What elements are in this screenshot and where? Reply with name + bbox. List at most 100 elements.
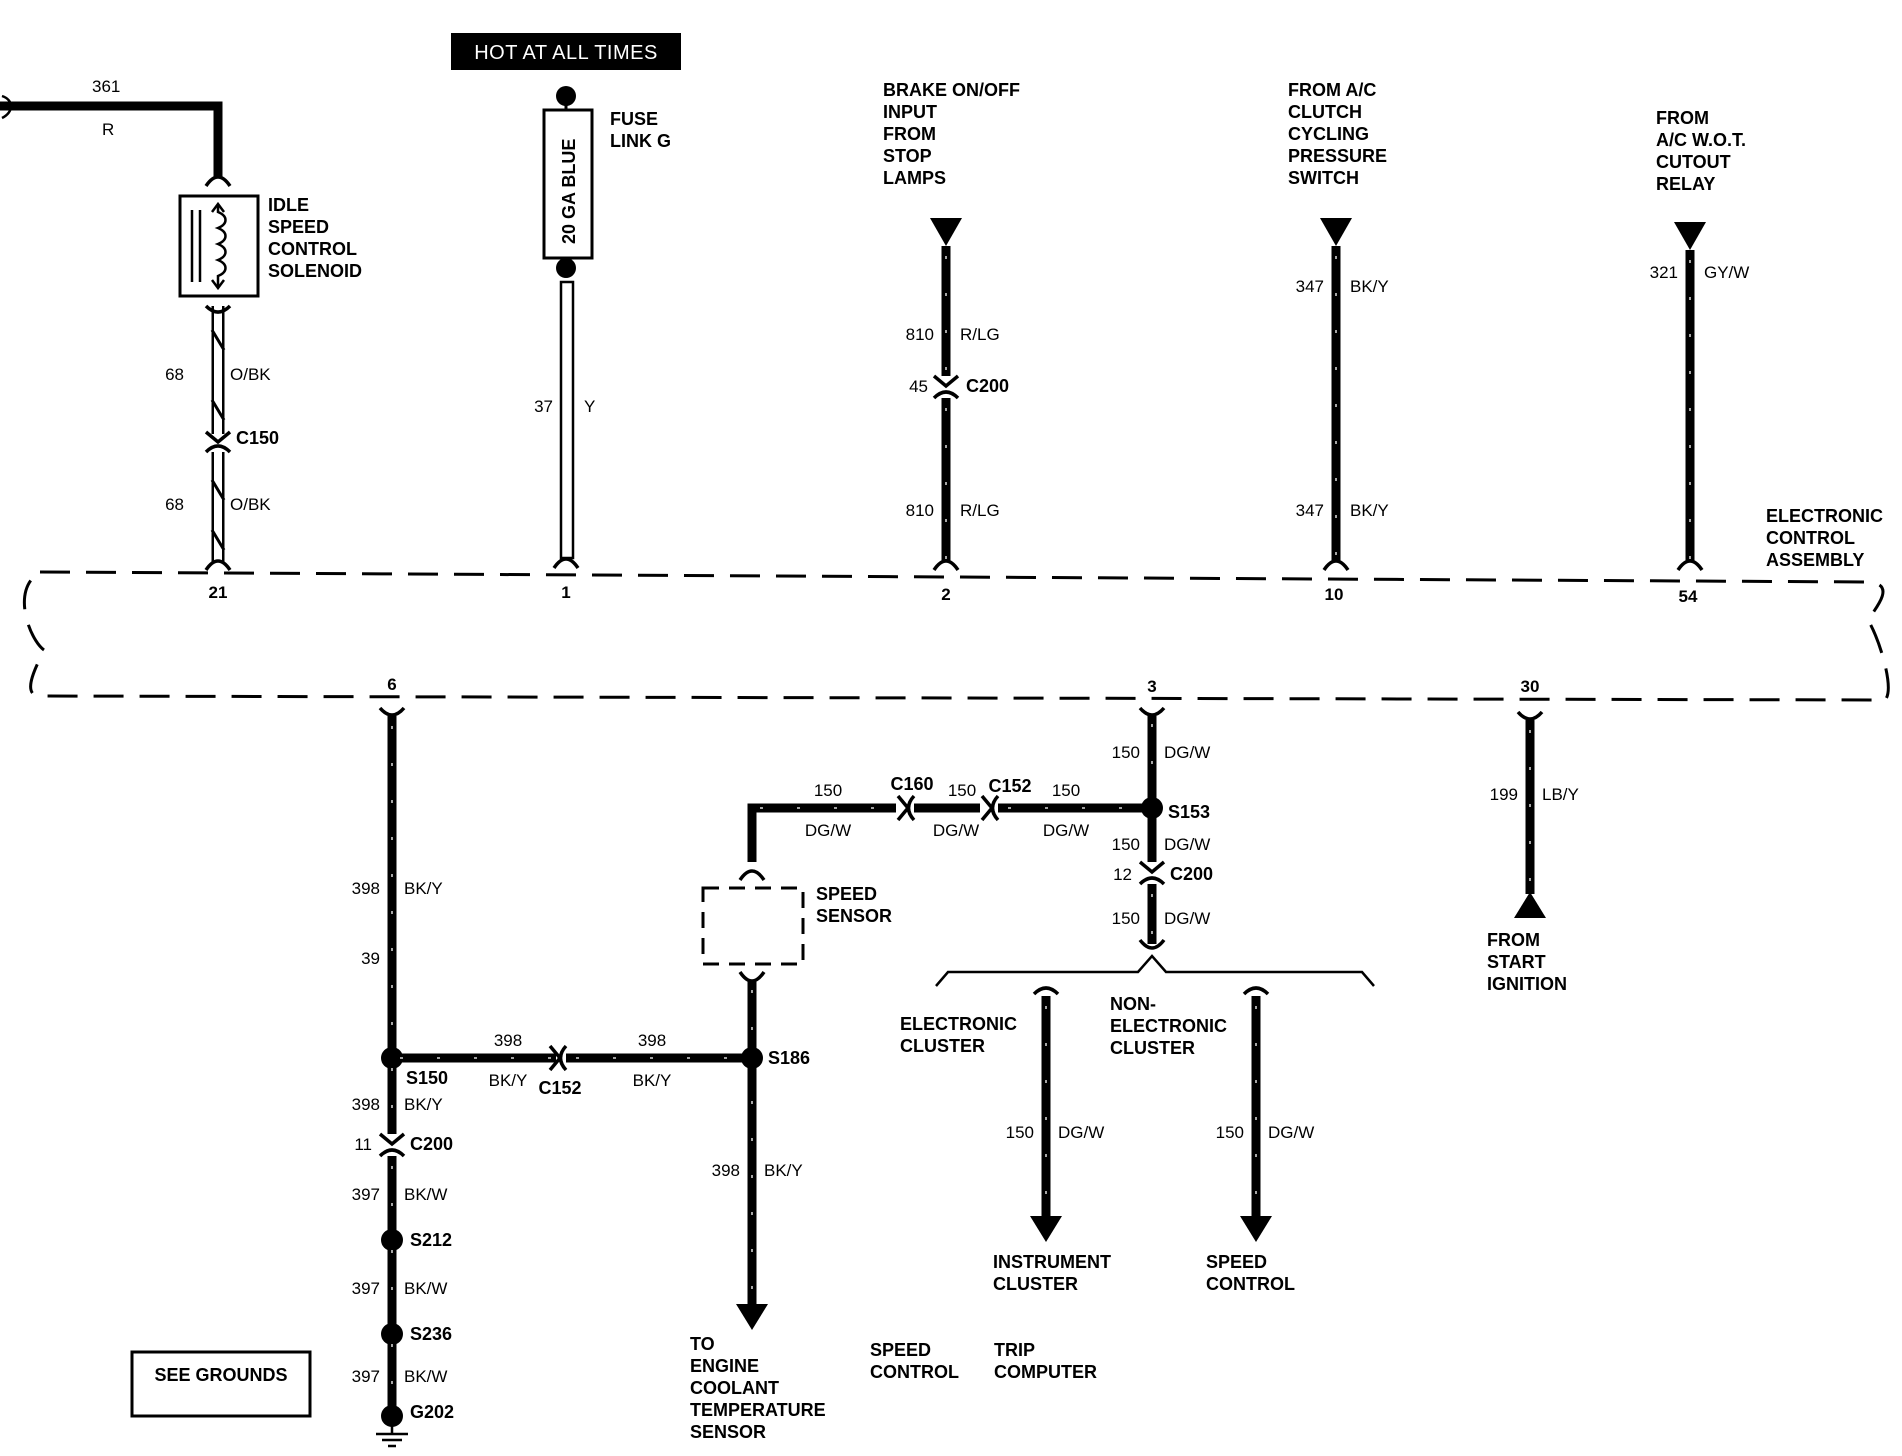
pin-2: 2 <box>941 585 950 604</box>
speed-control-arrow <box>1240 1216 1272 1242</box>
pin-6-terminal <box>378 706 406 717</box>
c200-mid-connector <box>1138 860 1166 886</box>
svg-text:DG/W: DG/W <box>1164 743 1210 762</box>
pin-1: 1 <box>561 583 570 602</box>
speed-sensor-bottom-terminal <box>738 970 766 983</box>
pin-3: 3 <box>1147 677 1156 696</box>
svg-text:BK/Y: BK/Y <box>404 1095 443 1114</box>
c152-top-label: C152 <box>988 776 1031 796</box>
see-grounds-box: SEE GROUNDS <box>130 1350 312 1418</box>
ecu-label: ELECTRONIC CONTROL ASSEMBLY <box>1766 506 1888 570</box>
svg-text:150: 150 <box>1112 743 1140 762</box>
speed-sensor-top-terminal <box>738 869 766 882</box>
svg-text:361: 361 <box>92 77 120 96</box>
svg-text:O/BK: O/BK <box>230 495 271 514</box>
svg-text:810: 810 <box>906 325 934 344</box>
svg-text:398: 398 <box>352 1095 380 1114</box>
svg-text:R: R <box>102 120 114 139</box>
svg-text:68: 68 <box>165 365 184 384</box>
fuse-bottom-node <box>556 258 576 278</box>
wire-150-sensor-to-c160: 150 DG/W <box>747 781 896 862</box>
s153-label: S153 <box>1168 802 1210 822</box>
g202-label: G202 <box>410 1402 454 1422</box>
electronic-control-assembly-outline <box>22 570 1890 702</box>
svg-text:398: 398 <box>494 1031 522 1050</box>
pin-1-terminal <box>552 557 580 570</box>
svg-text:DG/W: DG/W <box>1043 821 1089 840</box>
fuse-label: FUSE LINK G <box>610 109 671 151</box>
wire-810-upper: 810 R/LG <box>906 246 1000 376</box>
svg-text:BK/Y: BK/Y <box>764 1161 803 1180</box>
svg-text:150: 150 <box>1112 835 1140 854</box>
wire-68-lower: 68 O/BK <box>165 452 271 562</box>
instrument-cluster-terminal <box>1032 986 1060 996</box>
instrument-cluster-arrow <box>1030 1216 1062 1242</box>
bracket-top-terminal <box>1138 938 1166 950</box>
wire-150-to-instrument-cluster: 150 DG/W <box>1006 996 1104 1218</box>
svg-text:BK/Y: BK/Y <box>633 1071 672 1090</box>
ac-clutch-label: FROM A/C CLUTCH CYCLING PRESSURE SWITCH <box>1288 80 1392 188</box>
ground-icon <box>376 1426 408 1448</box>
idle-speed-control-solenoid <box>178 194 260 298</box>
wire-397-to-g202: 397 BK/W <box>352 1334 447 1416</box>
pin-10-terminal <box>1322 559 1350 572</box>
pin-6: 6 <box>387 675 396 694</box>
wire-347: 347 BK/Y 347 BK/Y <box>1296 246 1389 562</box>
svg-text:DG/W: DG/W <box>933 821 979 840</box>
pin-10: 10 <box>1325 585 1344 604</box>
legend-speed-control: SPEED CONTROL <box>870 1340 959 1382</box>
c200-top-label: C200 <box>966 376 1009 396</box>
start-ignition-arrow <box>1514 892 1546 918</box>
wot-relay-arrow <box>1674 222 1706 250</box>
speed-sensor <box>701 886 805 966</box>
svg-text:BK/Y: BK/Y <box>1350 501 1389 520</box>
svg-text:GY/W: GY/W <box>1704 263 1749 282</box>
wire-397-to-s236: 397 BK/W <box>352 1240 447 1334</box>
pin-3-terminal <box>1138 706 1166 717</box>
svg-text:397: 397 <box>352 1279 380 1298</box>
svg-text:DG/W: DG/W <box>1268 1123 1314 1142</box>
svg-text:397: 397 <box>352 1185 380 1204</box>
c150-label: C150 <box>236 428 279 448</box>
svg-text:R/LG: R/LG <box>960 325 1000 344</box>
svg-text:BK/W: BK/W <box>404 1367 447 1386</box>
ac-clutch-arrow <box>1320 218 1352 246</box>
brake-input-label: BRAKE ON/OFF INPUT FROM STOP LAMPS <box>883 80 1025 188</box>
s186-label: S186 <box>768 1048 810 1068</box>
svg-text:398: 398 <box>638 1031 666 1050</box>
wire-199: 199 LB/Y <box>1490 720 1579 894</box>
c152-top-connector <box>980 794 1000 822</box>
svg-text:BK/W: BK/W <box>404 1185 447 1204</box>
svg-text:HOT AT ALL TIMES: HOT AT ALL TIMES <box>474 42 658 64</box>
pin-54: 54 <box>1679 587 1698 606</box>
c160-connector <box>896 794 916 822</box>
c200-mid-pin: 12 <box>1113 865 1132 884</box>
pin-21-terminal <box>204 559 232 572</box>
wire-150-to-speed-control: 150 DG/W <box>1216 996 1314 1218</box>
wire-150-pin3-to-s153: 150 DG/W <box>1112 716 1210 808</box>
c200-top-connector <box>932 374 960 400</box>
wire-68-upper: 68 O/BK <box>165 306 271 434</box>
svg-text:20 GA BLUE: 20 GA BLUE <box>559 139 579 244</box>
wire-397-to-s212: 397 BK/W <box>352 1156 447 1240</box>
wire-398-s150-to-c152: 398 BK/Y <box>392 1031 556 1090</box>
c152-bottom-label: C152 <box>538 1078 581 1098</box>
wire-398-s150-down: 398 BK/Y <box>352 1058 443 1134</box>
wire-150-c160-to-c152: 150 DG/W <box>914 781 980 840</box>
svg-text:398: 398 <box>352 879 380 898</box>
svg-text:BK/Y: BK/Y <box>404 879 443 898</box>
svg-text:BK/Y: BK/Y <box>489 1071 528 1090</box>
svg-text:398: 398 <box>712 1161 740 1180</box>
svg-text:150: 150 <box>1216 1123 1244 1142</box>
brake-input-arrow <box>930 218 962 246</box>
svg-text:39: 39 <box>361 949 380 968</box>
s186-splice <box>741 1047 763 1069</box>
svg-text:DG/W: DG/W <box>1164 909 1210 928</box>
svg-text:37: 37 <box>534 397 553 416</box>
fuse-link-g: 20 GA BLUE <box>542 108 594 260</box>
wire-150-s153-to-c200: 150 DG/W <box>1112 808 1210 862</box>
wire-150-c200-down: 150 DG/W <box>1112 884 1210 944</box>
svg-text:150: 150 <box>814 781 842 800</box>
pin-2-terminal <box>932 559 960 572</box>
